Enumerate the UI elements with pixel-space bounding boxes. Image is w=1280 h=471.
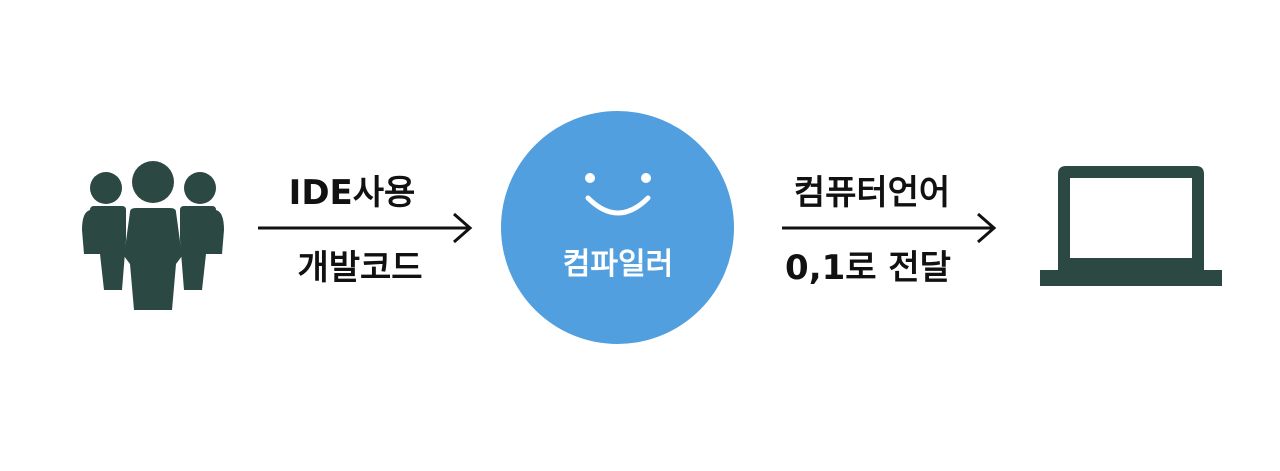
- laptop-icon: [1040, 166, 1222, 286]
- arrow-right-icon: [258, 212, 473, 244]
- compiler-label: 컴파일러: [562, 247, 674, 282]
- label-ide-usage: IDE사용: [288, 173, 416, 213]
- label-dev-code: 개발코드: [297, 248, 423, 288]
- people-group-icon: [82, 161, 224, 310]
- arrow-right-icon: [782, 212, 997, 244]
- compiler-node: [501, 111, 734, 344]
- label-binary-transfer: 0,1로 전달: [785, 248, 951, 288]
- smiley-face-icon: [585, 173, 651, 216]
- label-computer-language: 컴퓨터언어: [793, 173, 951, 213]
